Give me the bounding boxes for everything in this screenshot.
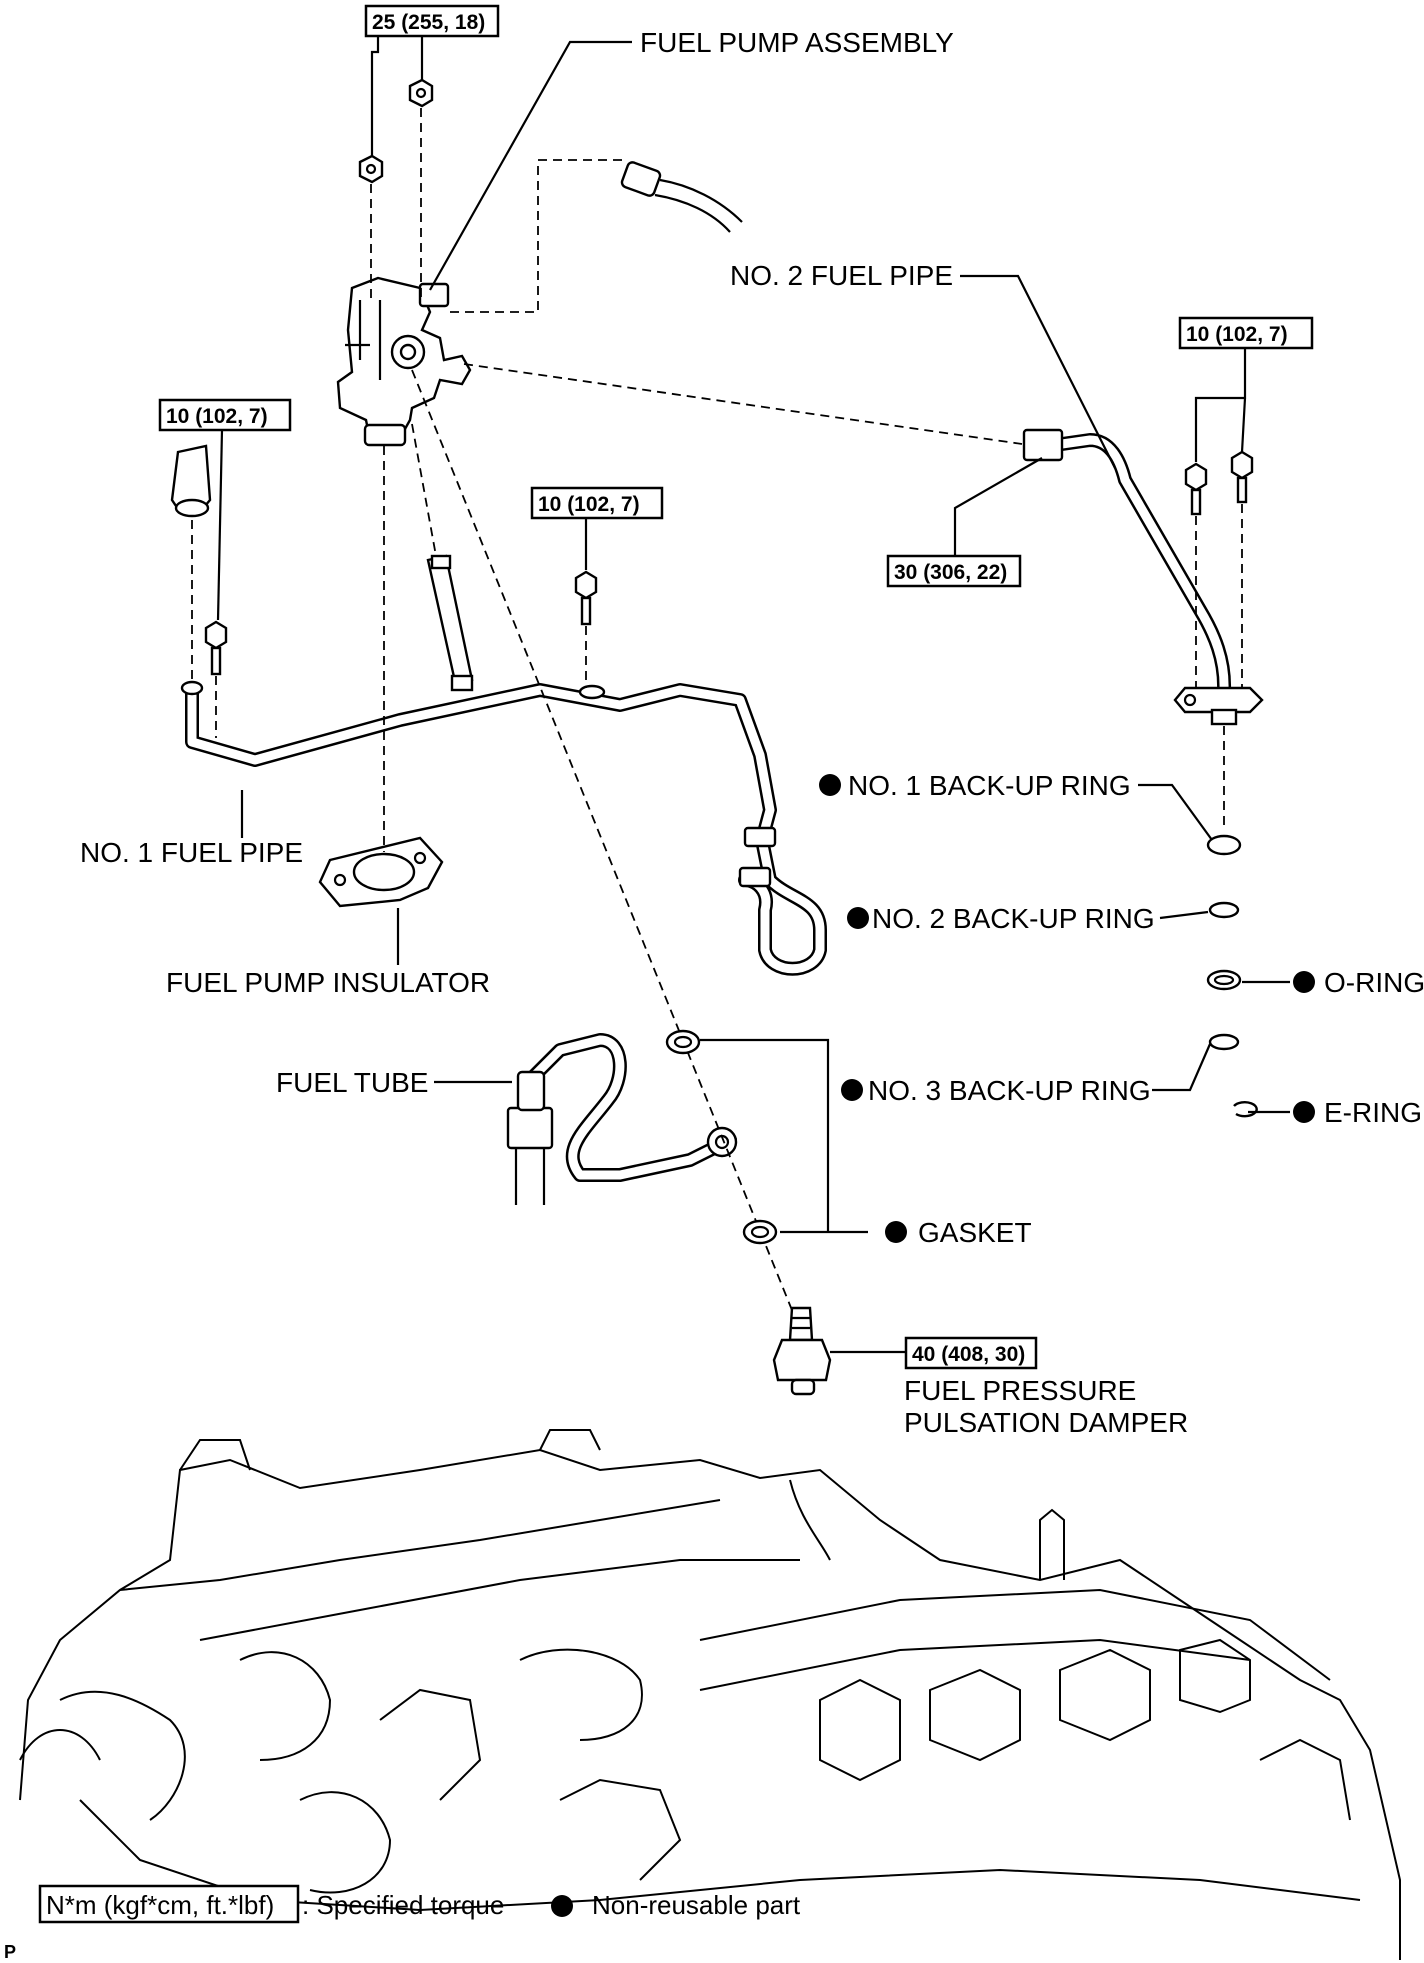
legend: N*m (kgf*cm, ft.*lbf) : Specified torque… <box>38 1884 801 1924</box>
gasket-lower-part <box>742 1219 778 1245</box>
label-no3-backup-ring: NO. 3 BACK-UP RING <box>868 1075 1151 1106</box>
torque-box-pump-nuts: 25 (255, 18) <box>364 4 500 38</box>
svg-text:10 (102, 7): 10 (102, 7) <box>538 493 640 516</box>
nonreusable-dot-no1-backup <box>819 774 841 796</box>
fuel-tube-part <box>506 1033 738 1205</box>
no1-pipe-clamp-left <box>170 444 212 518</box>
svg-text:10 (102, 7): 10 (102, 7) <box>1186 323 1288 346</box>
nonreusable-dot-o-ring <box>1293 971 1315 993</box>
engine-line-art <box>19 1429 1401 1960</box>
label-no2-backup-ring: NO. 2 BACK-UP RING <box>872 903 1155 934</box>
svg-text:10 (102, 7): 10 (102, 7) <box>166 405 268 428</box>
no2-backup-ring-part <box>1208 901 1240 919</box>
torque-box-no1-mid: 10 (102, 7) <box>530 486 664 520</box>
label-e-ring: E-RING <box>1324 1097 1422 1128</box>
label-gasket: GASKET <box>918 1217 1032 1248</box>
e-ring-part <box>1233 1100 1258 1118</box>
legend-nonreusable-dot <box>551 1895 573 1917</box>
label-fuel-tube: FUEL TUBE <box>276 1067 428 1098</box>
svg-text:40 (408, 30): 40 (408, 30) <box>912 1343 1025 1366</box>
pump-nut-right <box>408 78 434 108</box>
fuel-pump-insulator-part <box>318 836 444 908</box>
no1-backup-ring-part <box>1206 834 1242 856</box>
torque-box-no2-union: 30 (306, 22) <box>886 554 1022 588</box>
label-no2-fuel-pipe: NO. 2 FUEL PIPE <box>730 260 953 291</box>
label-no1-fuel-pipe: NO. 1 FUEL PIPE <box>80 837 303 868</box>
gasket-upper-part <box>665 1029 701 1055</box>
o-ring-part <box>1206 969 1242 991</box>
no1-pipe-bolt-mid <box>574 570 598 626</box>
legend-torque-unit: N*m (kgf*cm, ft.*lbf) <box>46 1890 274 1920</box>
legend-torque-text: : Specified torque <box>302 1890 504 1920</box>
label-fuel-pump-assembly: FUEL PUMP ASSEMBLY <box>640 27 954 58</box>
no2-fuel-pipe-part <box>1022 428 1264 726</box>
svg-text:25 (255, 18): 25 (255, 18) <box>372 11 485 34</box>
no2-pipe-bolt-left <box>1184 462 1208 516</box>
label-damper-line2: PULSATION DAMPER <box>904 1407 1188 1438</box>
torque-box-no2-bolts: 10 (102, 7) <box>1178 316 1314 350</box>
pump-lifter <box>426 554 474 692</box>
legend-nonreusable-text: Non-reusable part <box>592 1890 801 1920</box>
legend-torque-box <box>38 1884 300 1924</box>
no2-pipe-bolt-right <box>1230 450 1254 504</box>
nonreusable-dot-e-ring <box>1293 1101 1315 1123</box>
no3-backup-ring-part <box>1208 1033 1240 1051</box>
label-o-ring: O-RING <box>1324 967 1424 998</box>
nonreusable-dot-no2-backup <box>847 907 869 929</box>
no1-pipe-bolt-left <box>204 620 228 676</box>
no1-fuel-pipe-part <box>180 680 827 976</box>
label-no1-backup-ring: NO. 1 BACK-UP RING <box>848 770 1131 801</box>
svg-text:30 (306, 22): 30 (306, 22) <box>894 561 1007 584</box>
pulsation-damper-part <box>772 1306 832 1396</box>
label-fuel-pump-insulator: FUEL PUMP INSULATOR <box>166 967 490 998</box>
nonreusable-dot-no3-backup <box>841 1079 863 1101</box>
nonreusable-dot-gasket <box>885 1221 907 1243</box>
torque-box-damper: 40 (408, 30) <box>904 1336 1038 1370</box>
fuel-pump-assembly-part <box>336 276 472 447</box>
label-damper-line1: FUEL PRESSURE <box>904 1375 1136 1406</box>
torque-box-no1-left: 10 (102, 7) <box>158 398 292 432</box>
pump-nut-left <box>358 154 384 184</box>
pump-connector <box>620 161 743 233</box>
corner-mark: P <box>4 1942 16 1962</box>
